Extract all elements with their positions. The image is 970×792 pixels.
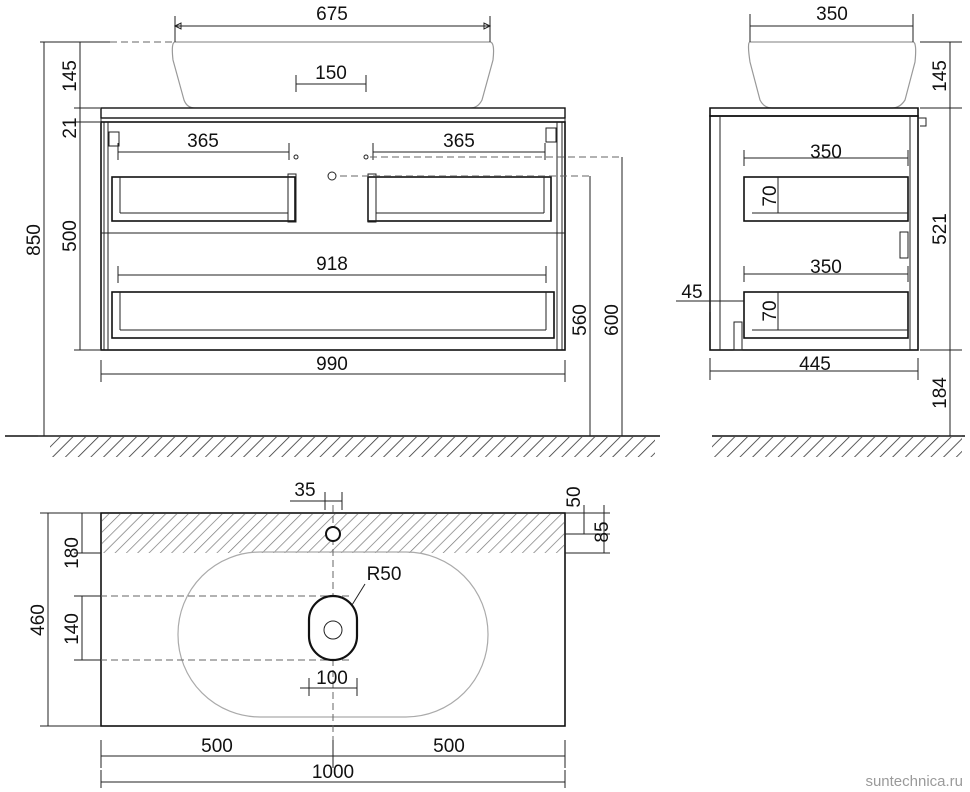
watermark-text: suntechnica.ru [865,773,963,790]
top-tap-hole [325,526,341,542]
dim-lower-drawer: 918 [316,254,348,275]
top-view: 35 50 85 R50 100 180 140 460 500 500 100… [28,480,613,788]
floor-hatch [50,437,655,457]
dim-side-upper-drawer-depth: 350 [810,142,842,163]
dim-side-upper-drawer-height: 70 [760,185,781,206]
dim-drawers-height: 500 [60,220,81,252]
front-lower-drawer [111,291,555,339]
dim-half-right: 500 [433,736,465,757]
dim-slot-length: 140 [62,613,83,645]
front-upper-drawer-left [111,176,296,222]
front-countertop [100,107,566,119]
dim-back-zone-depth: 180 [62,537,83,569]
dim-drain-height-high: 600 [602,304,623,336]
dim-upper-drawer-left: 365 [187,131,219,152]
dim-drain-radius: R50 [367,564,402,585]
front-cabinet [100,121,566,351]
dim-bowl-width: 675 [316,4,348,25]
dim-tap-spacing: 150 [315,63,347,84]
side-upper-drawer [743,176,909,222]
dim-front-bowl-height: 145 [60,60,81,92]
dim-drain-height-low: 560 [570,304,591,336]
side-cabinet [709,115,919,351]
dim-total-height: 850 [24,224,45,256]
dim-top-thickness: 21 [60,117,81,138]
side-basin [747,41,917,109]
dim-side-cabinet-depth: 445 [799,354,831,375]
dim-tap-from-back-b: 85 [592,521,613,542]
front-upper-drawer-right [367,176,552,222]
side-lower-drawer [743,291,909,339]
dim-side-cabinet-height: 521 [930,213,951,245]
dim-cabinet-width: 990 [316,354,348,375]
dim-slot-width: 100 [316,668,348,689]
dim-side-mount-height: 184 [930,377,951,409]
side-floor-hatch [712,437,962,457]
dim-tap-offset: 35 [294,480,315,501]
dim-side-bowl-height: 145 [930,60,951,92]
dim-upper-drawer-right: 365 [443,131,475,152]
side-view: 350 350 70 350 70 45 445 145 521 184 [676,4,965,457]
dim-side-lower-drawer-height: 70 [760,300,781,321]
dim-total-width: 1000 [312,762,354,783]
dim-side-lower-drawer-depth: 350 [810,257,842,278]
dim-side-bowl-depth: 350 [816,4,848,25]
top-drain-slot [307,594,359,662]
dim-total-depth: 460 [28,604,49,636]
dim-tap-from-back-a: 50 [564,486,585,507]
dim-half-left: 500 [201,736,233,757]
front-view: 675 150 145 21 500 850 365 365 918 990 5… [5,4,660,457]
dim-side-back-offset: 45 [681,282,702,303]
